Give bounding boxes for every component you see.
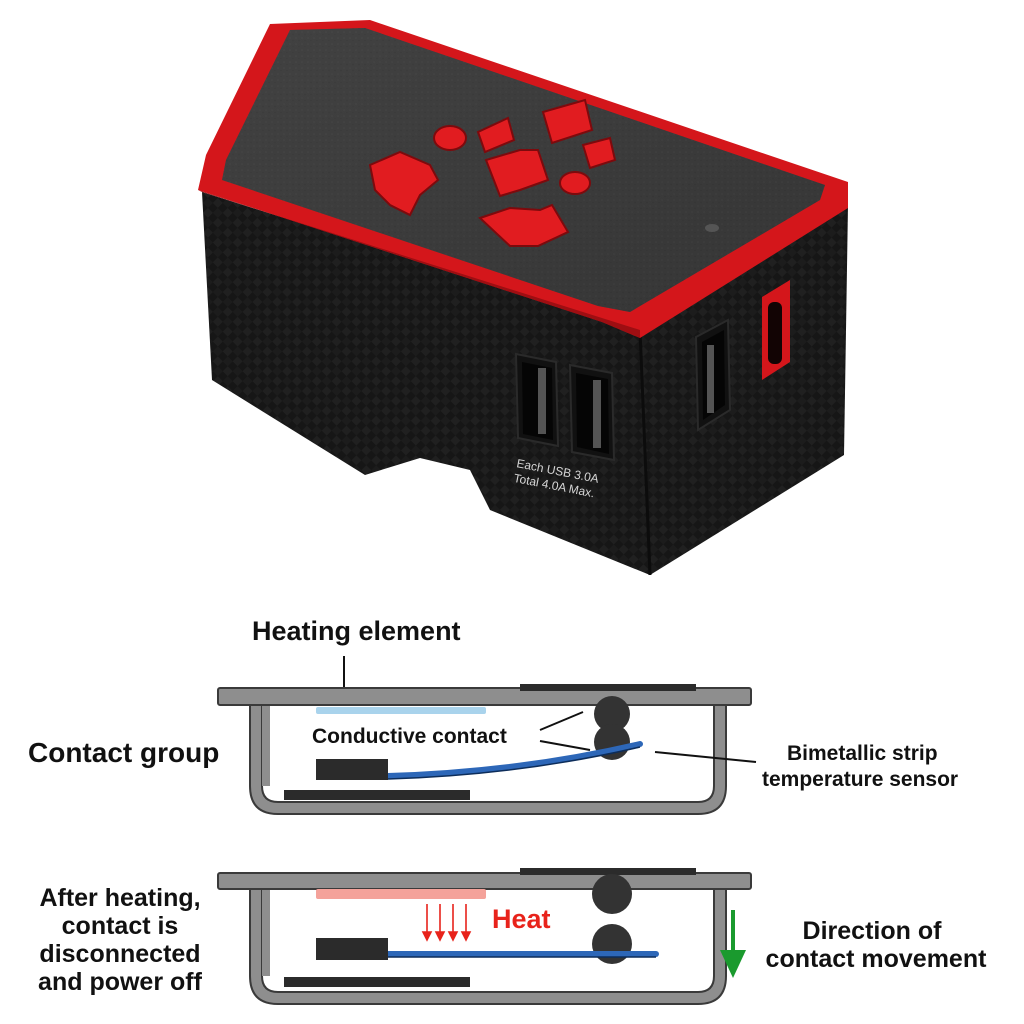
bimetal-label-line1: Bimetallic strip [787,742,938,765]
bottom-terminal [284,790,470,800]
after-heating-note: After heating, contact is disconnected a… [38,884,203,996]
usb-c-port [762,280,790,380]
after-heating-line4: and power off [38,968,203,996]
indicator-light [705,224,719,232]
usb-a-port-1 [514,352,560,448]
thermal-switch-diagram-closed: Heating element Conductive contact Conta… [28,616,958,815]
heating-element [316,707,486,714]
contact-group-label: Contact group [28,737,219,768]
lower-contact-open [592,924,632,964]
direction-line2: contact movement [766,945,988,973]
housing-frame [249,704,727,815]
socket-hole-center-blade [484,149,550,198]
thermal-switch-diagram-open: Heat After heating, contact is disconnec… [38,868,988,1005]
conductive-contact-leader-upper [539,711,584,731]
direction-line1: Direction of [803,917,943,945]
socket-hole-round-left [433,125,467,151]
adapter-edge [638,329,652,576]
heat-arrows [421,904,472,942]
socket-hole-top-slot [541,98,594,145]
heating-element-label: Heating element [252,616,461,646]
socket-hole-left-angled [368,150,440,217]
socket-hole-round-right [559,171,591,195]
conductive-contact-leader-lower [539,740,591,751]
bimetal-leader [654,751,757,763]
adapter-left-face [202,192,650,575]
heating-element-hot [316,889,486,899]
after-heating-line3: disconnected [39,940,200,968]
bottom-terminal-2 [284,977,470,987]
heat-label: Heat [492,904,551,934]
travel-adapter-photo: Each USB 3.0A Total 4.0A Max. [198,20,848,576]
bimetallic-strip [385,741,643,779]
socket-hole-small-slot [581,136,617,170]
housing-left-wall [262,706,270,786]
adapter-right-face [640,205,848,575]
usb-a-port-3 [694,318,732,432]
socket-hole-bottom-angled [478,203,570,247]
top-plate-2 [217,872,752,890]
socket-hole-left-slot [476,116,516,154]
top-dark-cover-2 [520,868,696,875]
usb-a-port-2 [568,363,616,462]
direction-arrow-down [720,910,746,978]
universal-socket [368,98,617,247]
after-heating-line2: contact is [62,912,179,940]
upper-contact-open [592,874,632,914]
terminal-block [316,759,388,780]
housing-left-wall-2 [262,890,270,976]
bimetal-label-line2: temperature sensor [762,768,958,791]
top-dark-cover [520,684,696,691]
upper-contact [594,696,630,732]
conductive-contact-label: Conductive contact [312,725,507,748]
after-heating-line1: After heating, [39,884,200,912]
housing-frame-2 [249,888,727,1005]
terminal-block-2 [316,938,388,960]
